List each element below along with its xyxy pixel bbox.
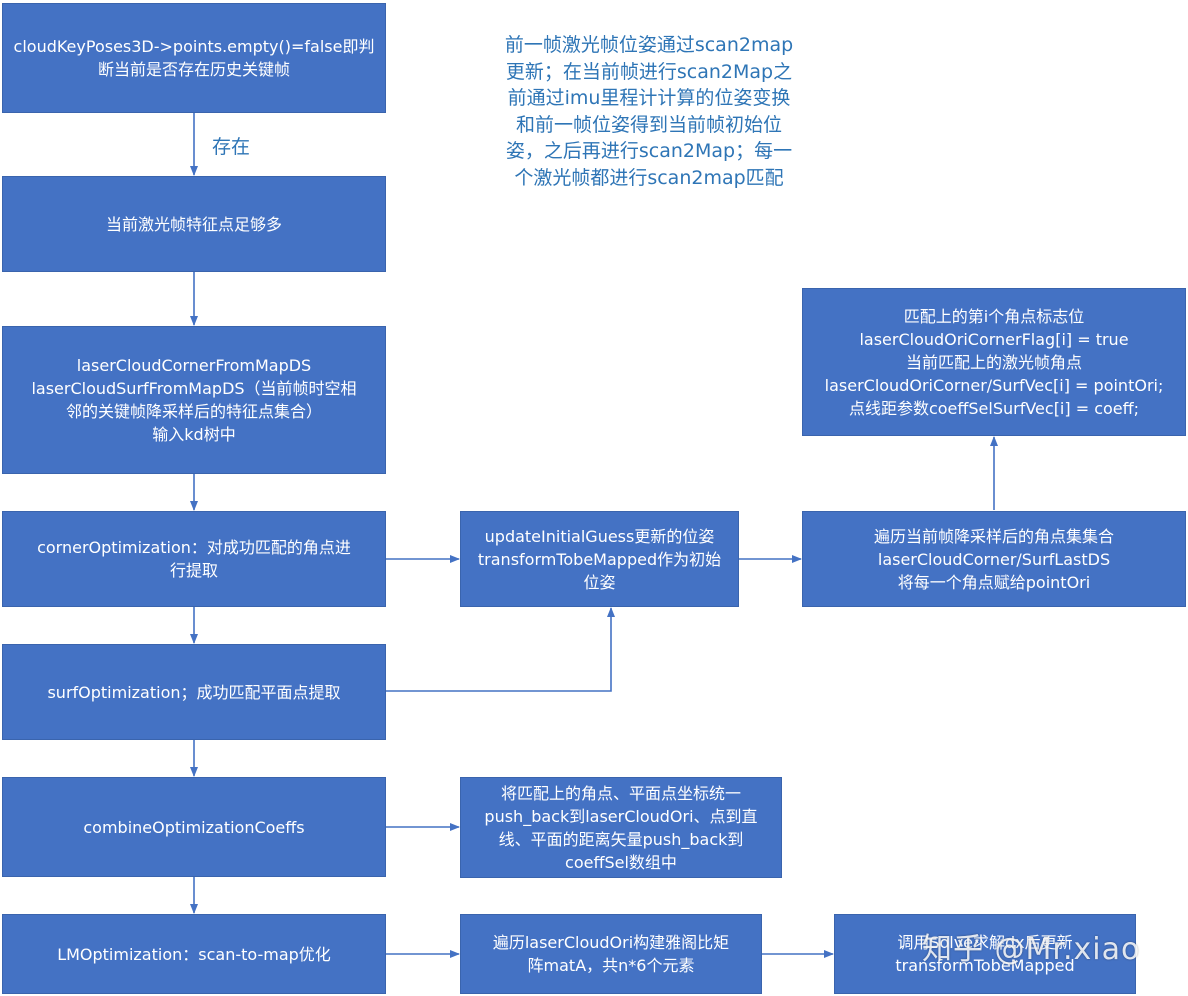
node-jacobian: 遍历laserCloudOri构建雅阁比矩 阵matA，共n*6个元素: [460, 914, 762, 994]
node-corner-optimization: cornerOptimization：对成功匹配的角点进 行提取: [2, 511, 386, 607]
node-solve: 调用Solve求解dx后更新 transformTobeMapped: [834, 914, 1136, 994]
arrow-surf-to-guess: [386, 607, 615, 692]
node-initial-guess-label: updateInitialGuess更新的位姿 transformTobeMap…: [477, 526, 722, 592]
node-combine-coeffs-label: combineOptimizationCoeffs: [83, 817, 305, 837]
node-lm-optimization: LMOptimization：scan-to-map优化: [2, 914, 386, 994]
node-surf-optimization-label: surfOptimization；成功匹配平面点提取: [47, 682, 341, 702]
node-corner-optimization-label: cornerOptimization：对成功匹配的角点进 行提取: [37, 538, 351, 580]
node-solve-label: 调用Solve求解dx后更新 transformTobeMapped: [895, 933, 1075, 975]
node-check-keyposes-label: cloudKeyPoses3D->points.empty()=false即判 …: [13, 37, 375, 79]
zhihu-watermark: 知乎 @Mr.xiao: [922, 932, 1141, 967]
annotation-note: 前一帧激光帧位姿通过scan2map 更新；在当前帧进行scan2Map之 前通…: [504, 34, 794, 189]
node-initial-guess: updateInitialGuess更新的位姿 transformTobeMap…: [460, 511, 739, 607]
node-enough-features-label: 当前激光帧特征点足够多: [105, 214, 282, 234]
node-combine-coeffs: combineOptimizationCoeffs: [2, 777, 386, 877]
node-push-back-label: 将匹配上的角点、平面点坐标统一 push_back到laserCloudOri、…: [484, 783, 758, 872]
node-traverse-corners: 遍历当前帧降采样后的角点集集合 laserCloudCorner/SurfLas…: [802, 511, 1186, 607]
node-push-back: 将匹配上的角点、平面点坐标统一 push_back到laserCloudOri、…: [460, 777, 782, 878]
node-jacobian-label: 遍历laserCloudOri构建雅阁比矩 阵matA，共n*6个元素: [492, 933, 730, 975]
node-traverse-corners-label: 遍历当前帧降采样后的角点集集合 laserCloudCorner/SurfLas…: [873, 526, 1114, 592]
node-enough-features: 当前激光帧特征点足够多: [2, 176, 386, 272]
node-surf-optimization: surfOptimization；成功匹配平面点提取: [2, 644, 386, 740]
edge-label-exists: 存在: [212, 136, 251, 158]
node-check-keyposes: cloudKeyPoses3D->points.empty()=false即判 …: [2, 3, 386, 113]
node-flag-box: 匹配上的第i个角点标志位 laserCloudOriCornerFlag[i] …: [802, 288, 1186, 436]
node-kdtree-input-label: laserCloudCornerFromMapDS laserCloudSurf…: [31, 356, 357, 444]
node-kdtree-input: laserCloudCornerFromMapDS laserCloudSurf…: [2, 326, 386, 474]
node-flag-box-label: 匹配上的第i个角点标志位 laserCloudOriCornerFlag[i] …: [824, 306, 1164, 418]
node-lm-optimization-label: LMOptimization：scan-to-map优化: [57, 944, 331, 964]
